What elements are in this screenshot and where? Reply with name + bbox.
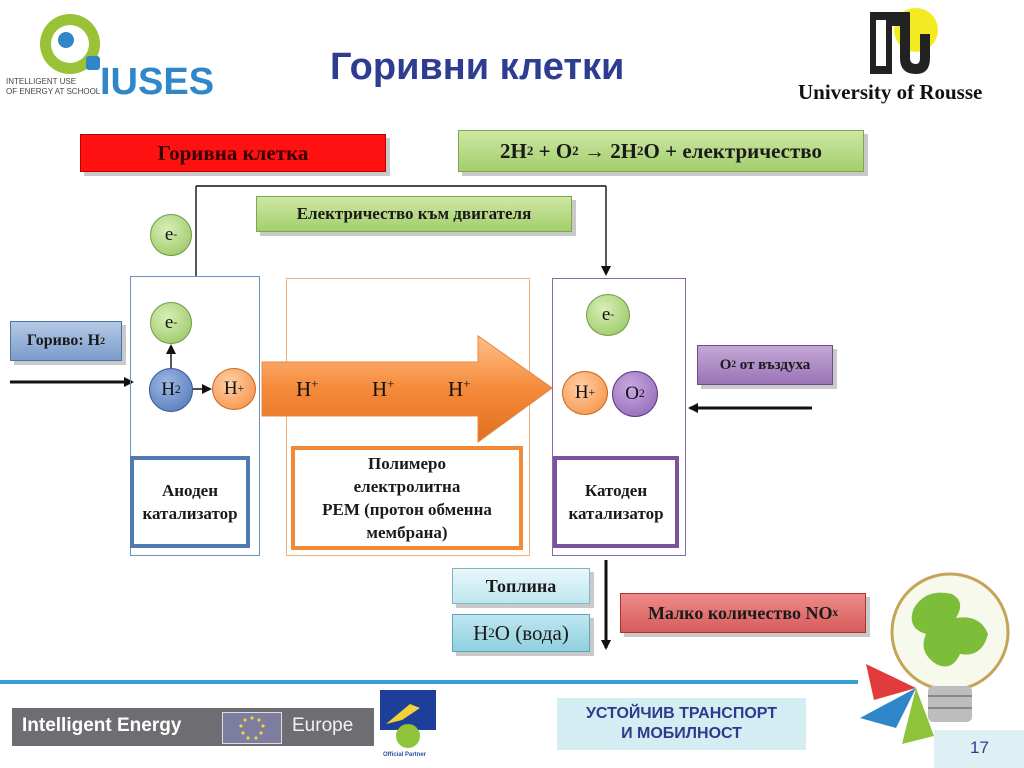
ie-banner-right-text: Europe (292, 715, 354, 736)
proton-ion-3: H+ (448, 376, 471, 401)
fuel-cell-label: Горивна клетка (80, 134, 386, 172)
page-title: Горивни клетки (330, 46, 625, 88)
university-logo (870, 8, 938, 74)
electron-anode: e- (150, 302, 192, 344)
proton-cathode: H+ (562, 371, 608, 415)
anode-frame (130, 276, 260, 556)
iuses-tagline-2: OF ENERGY AT SCHOOL (6, 87, 101, 96)
heat-output: Топлина (452, 568, 590, 604)
eu-stars-icon (222, 712, 282, 744)
iuses-logo: INTELLIGENT USE OF ENERGY AT SCHOOL IUSE… (6, 14, 214, 98)
eco-lightbulb-icon (860, 572, 1010, 744)
electron-circuit: e- (150, 214, 192, 256)
university-name: University of Rousse (798, 80, 983, 104)
proton-anode: H+ (212, 368, 256, 410)
proton-ion-1: H+ (296, 376, 319, 401)
intelligent-energy-banner (12, 708, 374, 746)
official-partner-logo (380, 690, 436, 748)
page-number-background (934, 730, 1024, 768)
iuses-logo-text: IUSES (100, 61, 214, 98)
footer-divider (0, 680, 858, 684)
iuses-tagline-1: INTELLIGENT USE (6, 77, 76, 86)
official-partner-text: Official Partner (383, 752, 427, 758)
electron-cathode: e- (586, 294, 630, 336)
electricity-to-motor-label: Електричество към двигателя (256, 196, 572, 232)
section-badge: УСТОЙЧИВ ТРАНСПОРТ И МОБИЛНОСТ (557, 698, 806, 750)
page-number: 17 (970, 738, 989, 757)
proton-ion-2: H+ (372, 376, 395, 401)
ie-banner-left-text: Intelligent Energy (22, 715, 182, 736)
